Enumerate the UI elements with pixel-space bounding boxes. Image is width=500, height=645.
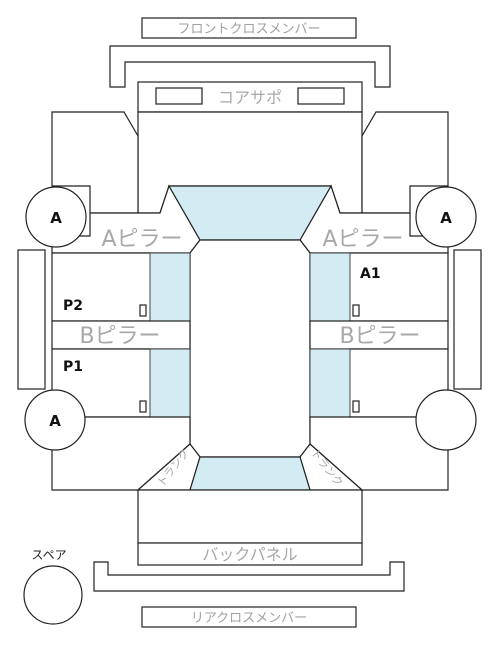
front-cross-member-label: フロントクロスメンバー [177,22,320,37]
spare-label: スペア [31,548,66,562]
mark-p2: P2 [63,298,83,314]
left-rear-handle [139,400,147,413]
right-front-window[interactable] [309,252,351,322]
right-rear-handle [352,400,360,413]
left-front-handle [139,304,147,317]
front-bumper[interactable] [109,45,391,88]
roof[interactable] [189,239,311,458]
rear-window[interactable] [189,456,311,491]
front-cross-member-box[interactable] [141,17,357,39]
right-rocker-panel[interactable] [453,249,482,390]
left-rear-window[interactable] [149,348,191,418]
wheel-front-right[interactable] [415,186,477,248]
wheel-rear-right[interactable] [415,389,477,451]
right-rear-window[interactable] [309,348,351,418]
left-rocker-panel[interactable] [17,249,46,390]
mark-p1: P1 [63,359,83,375]
wheel-front-left[interactable] [25,186,87,248]
rear-cross-member-box[interactable] [141,606,357,628]
back-panel[interactable] [137,542,363,566]
wheel-front-left-mark: A [50,209,62,227]
core-support-left-slot [155,87,203,105]
right-front-handle [352,304,360,317]
spare-tire[interactable] [23,565,83,625]
wheel-rear-left-mark: A [49,412,61,430]
core-support-label: コアサポ [218,88,282,107]
rear-bumper[interactable] [93,561,405,592]
wheel-rear-left[interactable] [24,389,86,451]
b-pillar-right-label: Bピラー [339,324,420,349]
rear-cross-member-label: リアクロスメンバー [191,611,307,626]
a-pillar-left-label: Aピラー [101,227,182,252]
a-pillar-right-label: Aピラー [322,227,403,252]
trunk-lid[interactable] [137,489,363,544]
wheel-front-right-mark: A [440,209,452,227]
left-b-pillar[interactable] [51,320,191,350]
b-pillar-left-label: Bピラー [79,324,160,349]
left-front-window[interactable] [149,252,191,322]
core-support-right-slot [297,87,345,105]
right-b-pillar[interactable] [309,320,449,350]
mark-a1: A1 [360,266,381,282]
back-panel-label: バックパネル [202,545,297,564]
